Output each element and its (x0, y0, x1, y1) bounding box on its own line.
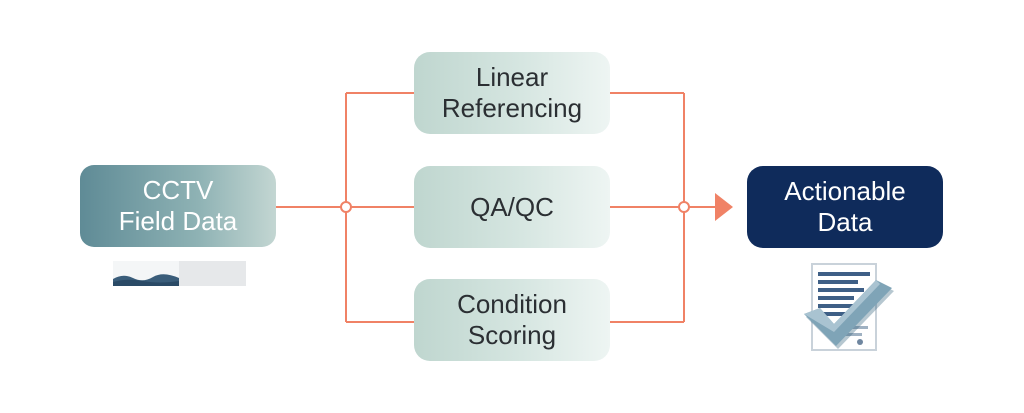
process-label-line1: Linear (475, 62, 549, 92)
split-node (340, 201, 352, 213)
source-label-line1: CCTV (142, 175, 214, 205)
process-label-line2: Referencing (441, 93, 583, 123)
process-label-line2: Scoring (467, 320, 557, 350)
process-label-line1: QA/QC (470, 191, 554, 222)
source-label-line2: Field Data (118, 206, 238, 236)
source-box: CCTV Field Data (80, 165, 276, 247)
process-box-qaqc: QA/QC (414, 166, 610, 248)
document-checkmark-icon (804, 263, 894, 351)
process-label-line1: Condition (457, 289, 567, 319)
arrow-head-icon (715, 193, 733, 221)
output-label-line1: Actionable (784, 176, 906, 206)
output-label-line2: Data (817, 207, 873, 237)
pipe-footage-thumbnail-icon (113, 261, 246, 286)
merge-node (678, 201, 690, 213)
process-box-linear-referencing: Linear Referencing (414, 52, 610, 134)
process-box-condition-scoring: Condition Scoring (414, 279, 610, 361)
output-box: Actionable Data (747, 166, 943, 248)
